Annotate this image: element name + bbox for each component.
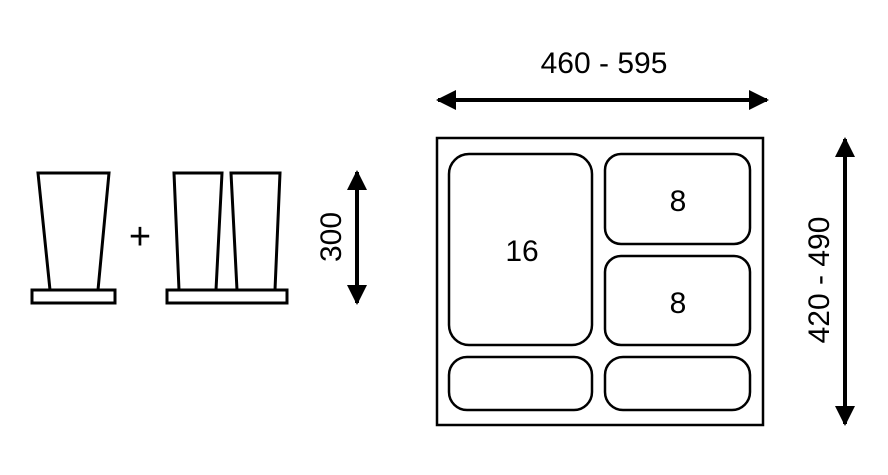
- compartment-middle-right-label: 8: [670, 287, 687, 320]
- compartment-large-label: 16: [505, 235, 538, 268]
- compartment-top-right: [603, 152, 752, 246]
- double-bin-base: [165, 288, 289, 305]
- compartment-bottom-left: [447, 355, 594, 412]
- compartment-large: [447, 152, 594, 347]
- compartment-middle-right: [603, 254, 752, 347]
- depth-label: 420 - 490: [803, 217, 836, 344]
- compartment-bottom-right: [603, 355, 752, 412]
- single-bin-base: [30, 288, 117, 305]
- compartment-top-right-label: 8: [670, 185, 687, 218]
- double-bin-left: [172, 171, 224, 292]
- plus-sign: +: [129, 216, 151, 258]
- drawer-frame: [435, 136, 765, 427]
- width-label: 460 - 595: [541, 47, 668, 80]
- single-bin: [36, 171, 111, 292]
- height-label: 300: [315, 212, 348, 262]
- double-bin-right: [229, 171, 282, 292]
